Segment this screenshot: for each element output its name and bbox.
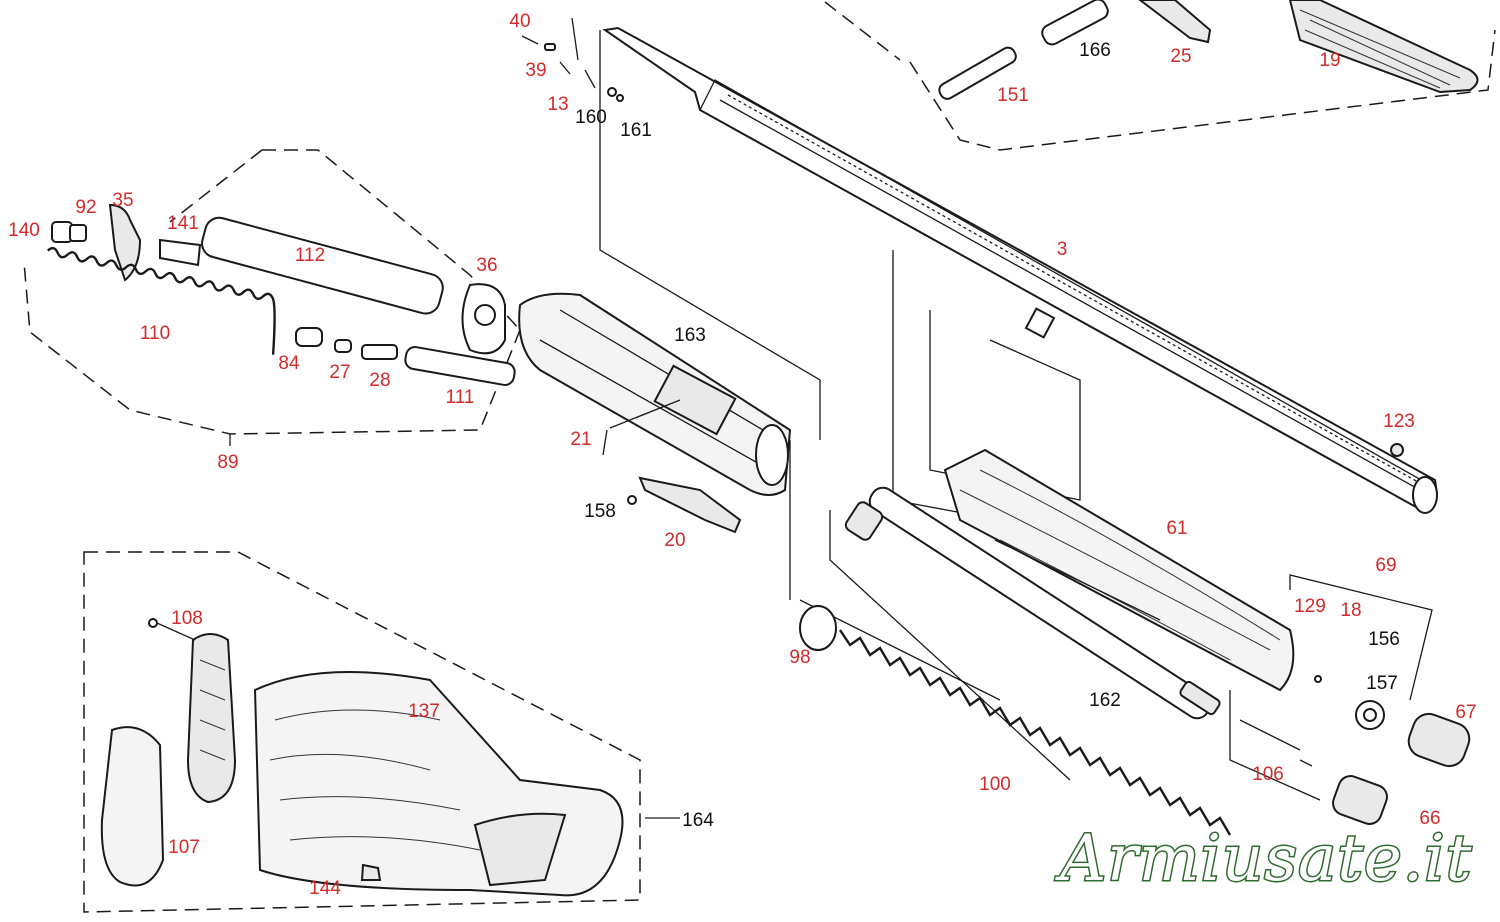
part-label-111: 111 <box>446 387 475 408</box>
part-label-84: 84 <box>278 353 300 374</box>
part-label-163: 163 <box>674 325 706 346</box>
part-label-156: 156 <box>1368 629 1400 650</box>
part-label-162: 162 <box>1089 690 1121 711</box>
part-label-25: 25 <box>1170 46 1191 67</box>
part-label-100: 100 <box>979 774 1011 795</box>
part-label-66: 66 <box>1419 808 1440 829</box>
part-label-3: 3 <box>1057 239 1068 260</box>
part-label-108: 108 <box>171 608 203 629</box>
part-label-36: 36 <box>476 255 497 276</box>
barrel <box>602 26 1438 514</box>
forend <box>943 448 1295 692</box>
part-label-13: 13 <box>547 94 568 115</box>
magazine-tube <box>844 486 1221 720</box>
part-label-110: 110 <box>140 323 170 344</box>
part-label-166: 166 <box>1079 40 1111 61</box>
part-label-40: 40 <box>509 11 530 32</box>
part-label-107: 107 <box>168 837 200 858</box>
part-label-27: 27 <box>329 362 350 383</box>
part-label-144: 144 <box>309 878 341 899</box>
buttstock <box>100 618 680 897</box>
part-label-129: 129 <box>1294 596 1326 617</box>
slide-rails <box>938 0 1479 100</box>
part-label-61: 61 <box>1166 518 1187 539</box>
part-label-18: 18 <box>1340 600 1361 621</box>
magazine-spring <box>799 605 1232 836</box>
part-label-123: 123 <box>1383 411 1415 432</box>
part-label-89: 89 <box>217 452 238 473</box>
part-label-140: 140 <box>8 220 40 241</box>
part-label-35: 35 <box>112 190 133 211</box>
part-label-98: 98 <box>789 647 810 668</box>
part-label-151: 151 <box>997 85 1029 106</box>
part-label-137: 137 <box>408 701 440 722</box>
part-label-141: 141 <box>167 213 199 234</box>
part-label-67: 67 <box>1455 702 1476 723</box>
watermark-logo: Armiusate.it <box>1055 822 1472 896</box>
part-label-69: 69 <box>1375 555 1396 576</box>
part-label-20: 20 <box>664 530 685 551</box>
magazine-cap-parts <box>1239 574 1471 825</box>
leader-lines <box>229 399 681 446</box>
part-labels: 40 39 13 160 161 166 25 19 151 140 92 35… <box>8 11 1476 899</box>
part-label-21: 21 <box>570 429 591 450</box>
action-assembly <box>47 203 516 386</box>
receiver <box>518 292 792 534</box>
part-label-158: 158 <box>584 501 616 522</box>
part-label-106: 106 <box>1252 764 1284 785</box>
part-label-112: 112 <box>295 245 325 266</box>
part-label-157: 157 <box>1366 673 1398 694</box>
part-label-28: 28 <box>369 370 390 391</box>
part-label-160: 160 <box>575 107 607 128</box>
part-label-92: 92 <box>75 197 96 218</box>
part-label-164: 164 <box>682 810 714 831</box>
part-label-161: 161 <box>620 120 652 141</box>
small-pins-top <box>521 35 624 102</box>
part-label-39: 39 <box>525 60 546 81</box>
part-label-19: 19 <box>1319 50 1340 71</box>
